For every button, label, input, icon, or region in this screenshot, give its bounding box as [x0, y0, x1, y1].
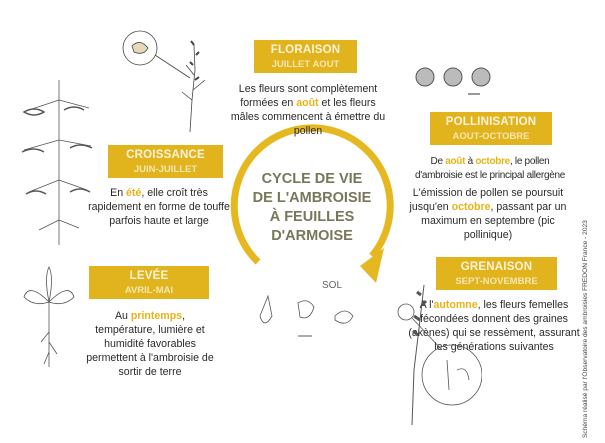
- text: , les fleurs femelles fécondées donnent …: [408, 299, 580, 353]
- stage-period: AOUT-OCTOBRE: [452, 131, 530, 142]
- stage-box-levee: LEVÉE AVRIL-MAI: [89, 266, 209, 299]
- highlight: août: [445, 156, 466, 167]
- highlight: août: [296, 97, 319, 109]
- stage-period: JUILLET AOUT: [271, 59, 340, 70]
- stage-text-croissance: En été, elle croît très rapidement en fo…: [86, 186, 232, 228]
- stage-box-pollinisation: POLLINISATION AOUT-OCTOBRE: [430, 112, 552, 145]
- text: , passant par un maximum en septembre (p…: [421, 201, 567, 241]
- text: et les fleurs mâles commencent à émettre…: [230, 97, 386, 137]
- seed-plant-illustration: [397, 284, 482, 426]
- stage-text-floraison: Les fleurs sont complètement formées en …: [228, 82, 388, 138]
- stage-title: POLLINISATION: [445, 116, 537, 128]
- stage-period: JUIN-JUILLET: [133, 164, 198, 175]
- credit-text: Schéma réalisé par l'Observatoire des am…: [582, 220, 589, 438]
- title-line: CYCLE DE VIE: [261, 171, 363, 187]
- highlight: printemps: [130, 310, 183, 322]
- stage-text-pollinisation-2: L'émission de pollen se poursuit jusqu'e…: [396, 186, 580, 242]
- text: L'émission de pollen se poursuit jusqu'e…: [409, 187, 564, 213]
- stage-box-grenaison: GRENAISON SEPT-NOVEMBRE: [436, 257, 557, 290]
- title-line: D'ARMOISE: [271, 228, 353, 244]
- stage-text-levee: Au printemps, température, lumière et hu…: [85, 309, 215, 379]
- stage-text-grenaison: A l'automne, les fleurs femelles fécondé…: [404, 298, 584, 354]
- stage-box-floraison: FLORAISON JUILLET AOUT: [254, 40, 357, 73]
- stage-title: FLORAISON: [270, 44, 341, 56]
- seeds-illustration: [259, 294, 354, 337]
- text: , le pollen d'ambroisie est le principal…: [414, 156, 566, 181]
- seedling-illustration: [23, 266, 75, 367]
- highlight: octobre: [451, 201, 491, 213]
- stage-title: GRENAISON: [460, 261, 533, 273]
- stage-title: CROISSANCE: [126, 149, 205, 161]
- stage-period: SEPT-NOVEMBRE: [455, 276, 538, 287]
- text: Les fleurs sont complètement formées en: [238, 83, 378, 109]
- tall-plant-illustration: [21, 80, 93, 245]
- stage-box-croissance: CROISSANCE JUIN-JUILLET: [108, 145, 223, 178]
- title-line: DE L'AMBROISIE: [252, 190, 372, 206]
- arrow-head-icon: [360, 248, 384, 283]
- text: Au: [114, 310, 131, 322]
- title-line: À FEUILLES: [269, 209, 355, 225]
- diagram-title: CYCLE DE VIE DE L'AMBROISIE À FEUILLES D…: [250, 170, 374, 246]
- text: En: [110, 187, 127, 199]
- stage-period: AVRIL-MAI: [124, 285, 174, 296]
- soil-label: SOL: [322, 280, 343, 291]
- text: De: [430, 156, 446, 167]
- text: , température, lumière et humidité favor…: [86, 310, 214, 378]
- highlight: été: [126, 187, 142, 199]
- highlight: octobre: [475, 156, 510, 167]
- flowering-plant-illustration: [122, 30, 206, 133]
- text: à: [465, 156, 476, 167]
- stage-title: LEVÉE: [129, 270, 169, 282]
- highlight: automne: [433, 299, 478, 311]
- text: , elle croît très rapidement en forme de…: [88, 187, 230, 227]
- pollen-grains-illustration: [415, 67, 491, 95]
- stage-text-pollinisation-1: De août à octobre, le pollen d'ambroisie…: [410, 155, 570, 183]
